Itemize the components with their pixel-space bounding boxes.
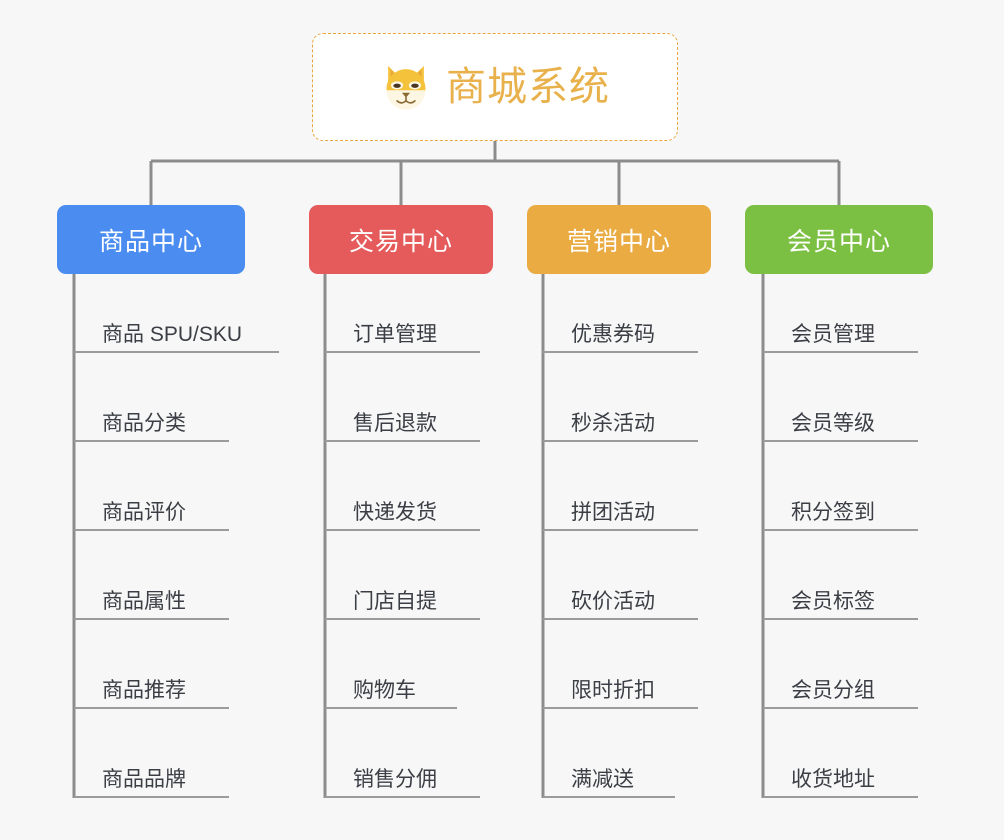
leaf-item-label: 拼团活动 — [571, 500, 655, 524]
leaf-item[interactable]: 销售分佣 — [325, 742, 480, 798]
leaf-item[interactable]: 快递发货 — [325, 475, 480, 531]
leaf-item[interactable]: 商品评价 — [74, 475, 229, 531]
leaf-item-label: 会员管理 — [791, 322, 875, 346]
leaf-item-label: 商品品牌 — [102, 767, 186, 791]
leaf-item-label: 销售分佣 — [353, 767, 437, 791]
leaf-item[interactable]: 会员管理 — [763, 297, 918, 353]
leaf-item[interactable]: 秒杀活动 — [543, 386, 698, 442]
root-title: 商城系统 — [446, 65, 610, 109]
leaf-item[interactable]: 拼团活动 — [543, 475, 698, 531]
leaf-item[interactable]: 售后退款 — [325, 386, 480, 442]
leaf-item[interactable]: 会员等级 — [763, 386, 918, 442]
category-header-label: 商品中心 — [98, 227, 203, 256]
leaf-item[interactable]: 商品品牌 — [74, 742, 229, 798]
category-header-product-center[interactable]: 商品中心 — [57, 205, 245, 274]
root-node[interactable]: 商城系统 — [312, 33, 678, 141]
leaf-item[interactable]: 积分签到 — [763, 475, 918, 531]
leaf-item-label: 会员等级 — [791, 411, 875, 435]
leaf-item[interactable]: 购物车 — [325, 653, 457, 709]
category-header-trade-center[interactable]: 交易中心 — [309, 205, 493, 274]
category-header-label: 交易中心 — [348, 227, 453, 256]
shiba-dog-face-icon — [386, 65, 426, 110]
leaf-item[interactable]: 商品 SPU/SKU — [74, 297, 279, 353]
leaf-item-label: 商品 SPU/SKU — [102, 322, 243, 346]
leaf-item-label: 售后退款 — [353, 411, 437, 435]
leaf-item-label: 秒杀活动 — [571, 411, 655, 435]
category-header-member-center[interactable]: 会员中心 — [745, 205, 933, 274]
category-header-label: 营销中心 — [566, 227, 671, 256]
leaf-item[interactable]: 会员分组 — [763, 653, 918, 709]
leaf-item[interactable]: 门店自提 — [325, 564, 480, 620]
leaf-item[interactable]: 收货地址 — [763, 742, 918, 798]
leaf-item-label: 限时折扣 — [571, 678, 655, 702]
leaf-item-label: 会员标签 — [791, 589, 875, 613]
category-header-label: 会员中心 — [786, 227, 891, 256]
leaf-item[interactable]: 订单管理 — [325, 297, 480, 353]
leaf-item-label: 快递发货 — [353, 500, 437, 524]
leaf-item-label: 门店自提 — [353, 589, 437, 613]
leaf-item-label: 商品推荐 — [102, 678, 186, 702]
leaf-item-label: 会员分组 — [791, 678, 875, 702]
leaf-item-label: 收货地址 — [791, 767, 875, 791]
leaf-item-label: 商品评价 — [102, 500, 186, 524]
leaf-item-label: 商品分类 — [102, 411, 186, 435]
leaf-item-label: 购物车 — [353, 678, 416, 702]
leaf-item[interactable]: 商品分类 — [74, 386, 229, 442]
leaf-item[interactable]: 商品属性 — [74, 564, 229, 620]
leaf-item-label: 订单管理 — [353, 322, 437, 346]
leaf-item[interactable]: 砍价活动 — [543, 564, 698, 620]
leaf-item-label: 优惠券码 — [571, 322, 655, 346]
leaf-item[interactable]: 商品推荐 — [74, 653, 229, 709]
leaf-item[interactable]: 优惠券码 — [543, 297, 698, 353]
leaf-item-label: 积分签到 — [791, 500, 875, 524]
leaf-item[interactable]: 会员标签 — [763, 564, 918, 620]
leaf-item-label: 砍价活动 — [571, 589, 655, 613]
leaf-item[interactable]: 满减送 — [543, 742, 675, 798]
leaf-item-label: 商品属性 — [102, 589, 186, 613]
leaf-item-label: 满减送 — [571, 767, 634, 791]
category-header-marketing-center[interactable]: 营销中心 — [527, 205, 711, 274]
leaf-item[interactable]: 限时折扣 — [543, 653, 698, 709]
